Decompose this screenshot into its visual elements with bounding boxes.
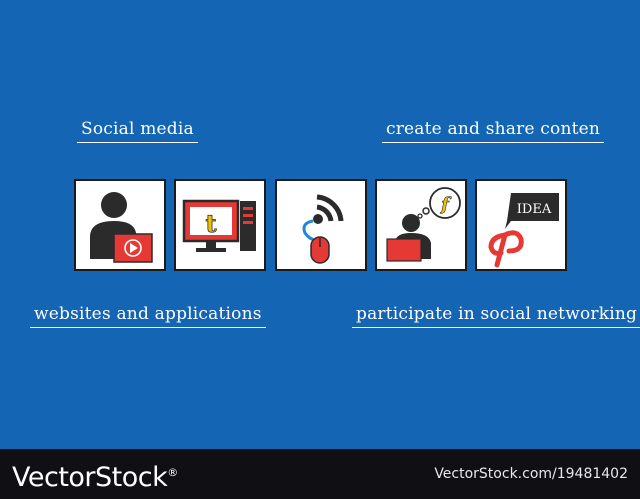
tile-rss-mouse (275, 179, 367, 271)
idea-glyph: IDEA (517, 202, 552, 217)
label-social-media: Social media (77, 118, 198, 143)
tile-tumblr-monitor: t (174, 179, 266, 271)
tumblr-glyph: t (205, 209, 216, 238)
image-credit: VectorStock.com/19481402 (434, 466, 628, 482)
tile-video-user (74, 179, 166, 271)
tile-pinterest-idea: IDEA (475, 179, 567, 271)
tumblr-monitor-icon: t (182, 199, 256, 252)
label-create-share: create and share conten (382, 118, 605, 143)
brand-logo: VectorStock® (12, 458, 178, 493)
pinterest-idea-icon: IDEA (488, 193, 559, 268)
footer-bar: VectorStock® VectorStock.com/19481402 (0, 449, 640, 499)
video-user-icon (90, 192, 153, 263)
rss-mouse-icon (302, 194, 344, 264)
tile-facebook-user: f (375, 179, 467, 271)
canvas: Social media create and share conten t (30, 118, 640, 328)
label-websites-apps: websites and applications (30, 303, 266, 328)
facebook-thought-user-icon: f (386, 187, 461, 262)
label-participate: participate in social networking (352, 303, 640, 328)
trademark-mark: ® (167, 466, 178, 479)
brand-name: VectorStock (12, 462, 168, 493)
